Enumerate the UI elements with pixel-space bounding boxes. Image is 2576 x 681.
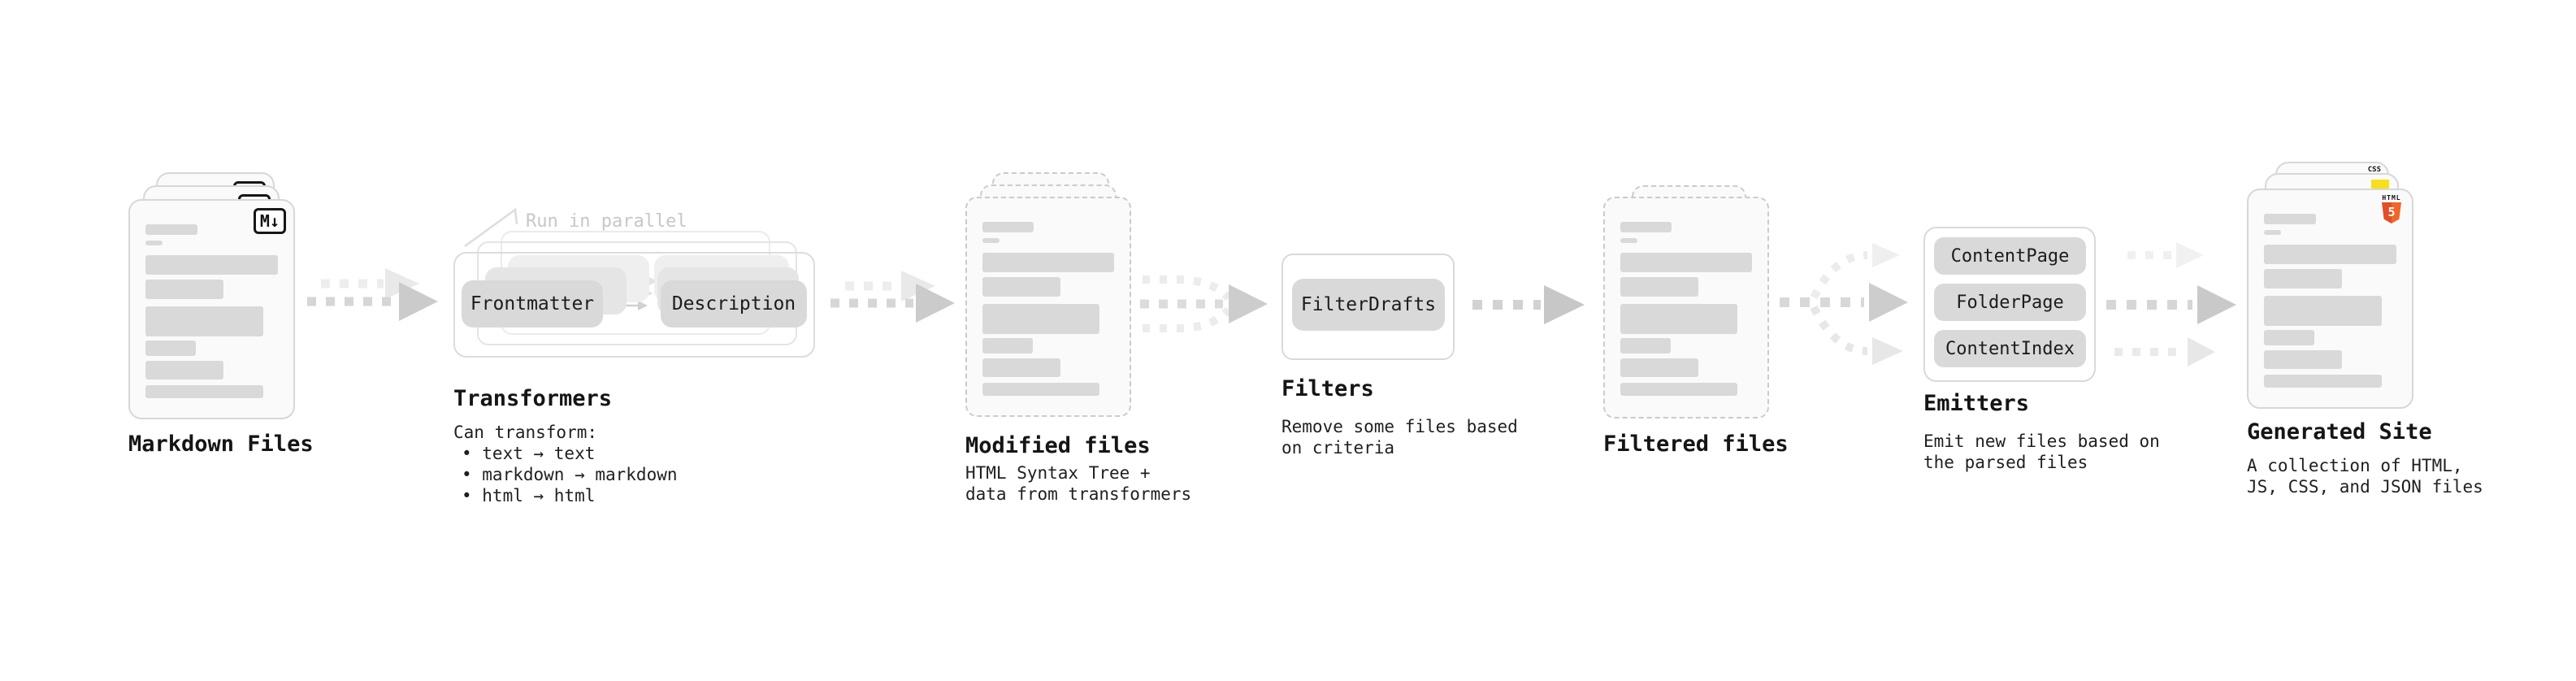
emitters-caption: Emit new files based on [1923, 432, 2160, 451]
transformers-bullet: • text → text [462, 444, 596, 463]
filters-caption: Remove some files based [1281, 417, 1518, 436]
skeleton-bar [982, 238, 1000, 243]
contentpage-node: ContentPage [1934, 237, 2086, 275]
skeleton-bar [2264, 350, 2343, 369]
filtered-file-card [1603, 197, 1769, 419]
stage-label-markdown-files: Markdown Files [128, 432, 314, 457]
skeleton-bar [982, 277, 1060, 297]
skeleton-bar [982, 253, 1114, 272]
skeleton-bar [2264, 214, 2316, 224]
skeleton-bar [1620, 277, 1698, 297]
transformers-bullet: • markdown → markdown [462, 465, 678, 484]
filterdrafts-node: FilterDrafts [1292, 279, 1445, 331]
contentindex-node: ContentIndex [1934, 330, 2086, 367]
js-icon [2371, 180, 2389, 190]
generated-file-card: HTML 5 [2247, 189, 2413, 409]
stage-label-transformers: Transformers [453, 386, 613, 411]
skeleton-bar [982, 383, 1100, 396]
skeleton-bar [2264, 245, 2396, 264]
generated-site-caption: JS, CSS, and JSON files [2247, 477, 2483, 497]
stage-label-emitters: Emitters [1923, 391, 2030, 416]
filters-caption: on criteria [1281, 438, 1395, 458]
skeleton-bar [2264, 375, 2383, 388]
modified-files-caption: HTML Syntax Tree + [965, 463, 1151, 483]
skeleton-bar [1620, 253, 1752, 272]
stage-label-generated-site: Generated Site [2247, 419, 2432, 445]
markdown-file-card: M↓ [128, 199, 295, 419]
html5-icon: HTML 5 [2381, 194, 2402, 223]
emitters-caption: the parsed files [1923, 453, 2088, 472]
skeleton-bar [1620, 383, 1738, 396]
skeleton-bar [1620, 338, 1671, 354]
skeleton-bar [145, 241, 163, 245]
transformers-caption-title: Can transform: [453, 423, 598, 442]
skeleton-bar [145, 340, 196, 356]
frontmatter-node: Frontmatter [462, 280, 603, 327]
skeleton-bar [2264, 330, 2314, 345]
skeleton-bar [982, 338, 1033, 354]
skeleton-bar [1620, 238, 1638, 243]
skeleton-bar [145, 224, 197, 235]
skeleton-bar [2264, 269, 2343, 288]
run-in-parallel-note: Run in parallel [526, 211, 687, 232]
transformers-bullet: • html → html [462, 486, 596, 505]
skeleton-bar [1620, 304, 1738, 334]
transformers-box [453, 252, 815, 358]
skeleton-bar [145, 255, 278, 275]
skeleton-bar [2264, 230, 2282, 235]
skeleton-bar [145, 385, 264, 398]
skeleton-bar [982, 304, 1100, 334]
stage-label-modified-files: Modified files [965, 433, 1151, 458]
stage-label-filtered-files: Filtered files [1603, 432, 1789, 457]
stage-label-filters: Filters [1281, 376, 1374, 401]
skeleton-bar [1620, 358, 1698, 377]
skeleton-bar [2264, 296, 2383, 326]
skeleton-bar [982, 358, 1060, 377]
skeleton-bar [1620, 222, 1672, 232]
skeleton-bar [145, 280, 224, 299]
skeleton-bar [145, 361, 224, 380]
modified-files-caption: data from transformers [965, 484, 1192, 504]
modified-file-card [965, 197, 1131, 417]
description-node: Description [661, 280, 807, 327]
skeleton-bar [145, 306, 264, 336]
skeleton-bar [982, 222, 1034, 232]
folderpage-node: FolderPage [1934, 284, 2086, 321]
markdown-icon: M↓ [253, 208, 286, 234]
generated-site-caption: A collection of HTML, [2247, 456, 2463, 475]
